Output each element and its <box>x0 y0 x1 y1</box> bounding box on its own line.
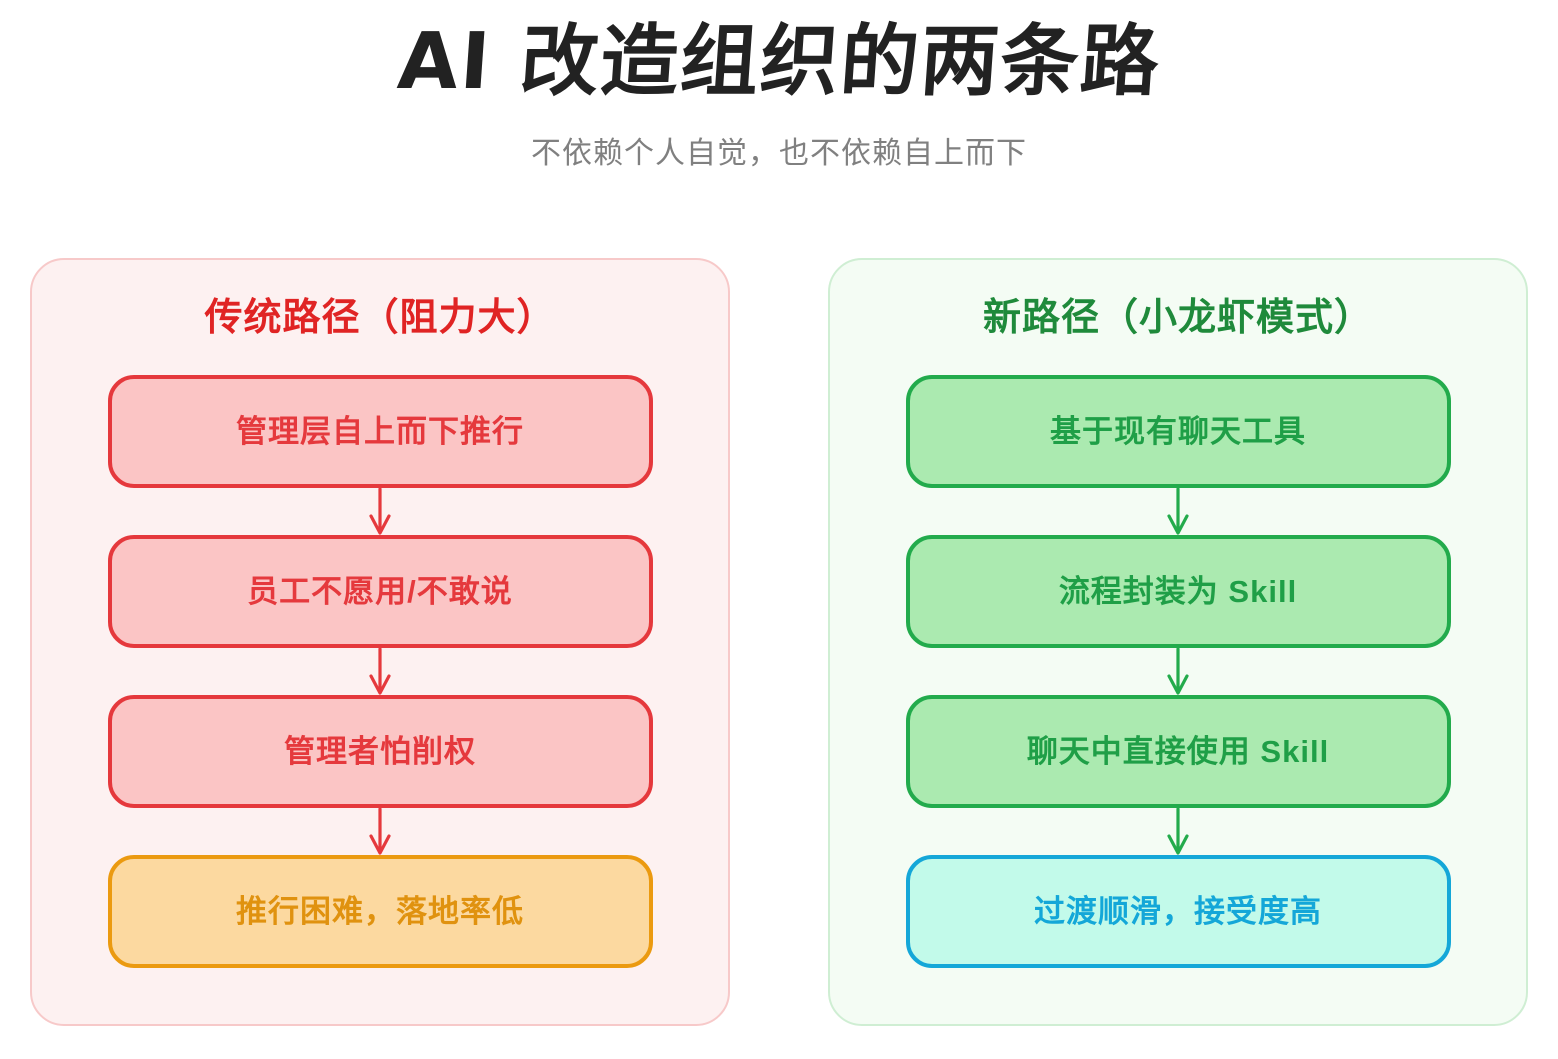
flow-traditional: 管理层自上而下推行 员工不愿用/不敢说 管理者怕削权 推行困难， <box>32 371 728 968</box>
header: AI 改造组织的两条路 不依赖个人自觉，也不依赖自上而下 <box>0 0 1558 172</box>
arrow-down-icon <box>369 488 391 535</box>
flow-node-3[interactable]: 聊天中直接使用 Skill <box>905 695 1451 808</box>
flow-node-label: 流程封装为 Skill <box>1058 573 1298 609</box>
arrow-down-icon <box>369 648 391 695</box>
arrow-down-icon <box>1167 808 1189 855</box>
flow-new: 基于现有聊天工具 流程封装为 Skill 聊天中直接使用 Skill <box>830 371 1526 968</box>
arrow-down-icon <box>369 808 391 855</box>
panel-title-traditional: 传统路径（阻力大） <box>204 297 556 339</box>
flow-node-label: 员工不愿用/不敢说 <box>247 573 513 609</box>
arrow-down-icon <box>1167 648 1189 695</box>
panel-new-path: 新路径（小龙虾模式） 基于现有聊天工具 流程封装为 Skill 聊天中直接使用 … <box>828 258 1528 1026</box>
flow-node-3[interactable]: 管理者怕削权 <box>107 695 653 808</box>
flow-node-1[interactable]: 基于现有聊天工具 <box>905 375 1451 488</box>
flow-node-2[interactable]: 员工不愿用/不敢说 <box>107 535 653 648</box>
flow-node-label: 管理者怕削权 <box>284 733 476 769</box>
flow-node-2[interactable]: 流程封装为 Skill <box>905 535 1451 648</box>
panel-title-new: 新路径（小龙虾模式） <box>982 297 1373 339</box>
flow-node-4-outcome[interactable]: 过渡顺滑，接受度高 <box>905 855 1451 968</box>
flow-node-label: 基于现有聊天工具 <box>1050 413 1306 449</box>
flow-node-4-outcome[interactable]: 推行困难，落地率低 <box>107 855 653 968</box>
page-subtitle: 不依赖个人自觉，也不依赖自上而下 <box>531 136 1027 170</box>
page-title: AI 改造组织的两条路 <box>394 17 1164 107</box>
flow-node-label: 管理层自上而下推行 <box>236 413 524 449</box>
flow-node-label: 过渡顺滑，接受度高 <box>1034 893 1322 929</box>
panel-traditional-path: 传统路径（阻力大） 管理层自上而下推行 员工不愿用/不敢说 管理者怕削权 <box>30 258 730 1026</box>
panels-container: 传统路径（阻力大） 管理层自上而下推行 员工不愿用/不敢说 管理者怕削权 <box>0 258 1558 1026</box>
flow-node-label: 推行困难，落地率低 <box>236 893 524 929</box>
flow-node-1[interactable]: 管理层自上而下推行 <box>107 375 653 488</box>
arrow-down-icon <box>1167 488 1189 535</box>
flow-node-label: 聊天中直接使用 Skill <box>1026 733 1330 769</box>
